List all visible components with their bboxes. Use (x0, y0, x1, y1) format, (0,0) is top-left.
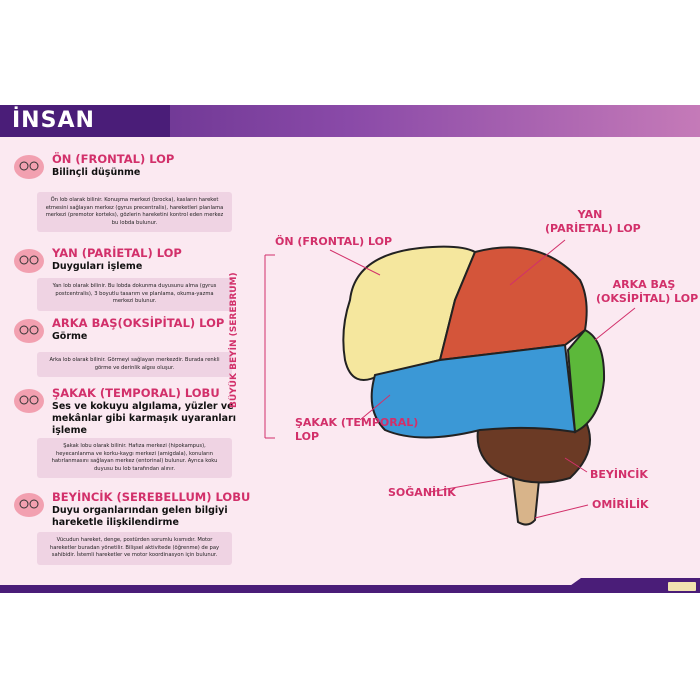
pointer-line (534, 504, 589, 519)
label-parietal: YAN(PARİETAL) LOP (545, 208, 641, 236)
brain-character-icon (12, 316, 46, 346)
lobe-description: Şakak lobu olarak bilinir. Hafıza merkez… (37, 438, 232, 478)
label-temporal: ŞAKAK (TEMPORAL)LOP (295, 416, 418, 444)
lobe-description: Vücudun hareket, denge, postürden soruml… (37, 532, 232, 565)
label-cerebrum: BÜYÜK BEYİN (SEREBRUM) (229, 272, 239, 408)
temporal-lobe (370, 343, 577, 439)
lobe-heading: ARKA BAŞ(OKSİPİTAL) LOP (52, 316, 225, 330)
pointer-line (509, 239, 566, 286)
lobe-description: Yan lob olarak bilinir. Bu lobda dokunma… (37, 278, 232, 311)
lobe-description: Ön lob olarak bilinir. Konuşma merkezi (… (37, 192, 232, 232)
pointer-line (429, 477, 509, 493)
lobe-heading: ŞAKAK (TEMPORAL) LOBU (52, 386, 220, 400)
brain-character-icon (12, 490, 46, 520)
pointer-line (564, 457, 588, 473)
label-line: YAN (577, 208, 603, 221)
pointer-line (594, 307, 636, 341)
lobe-subtitle: Bilinçli düşünme (52, 167, 141, 178)
bottom-band-accent (560, 578, 700, 593)
brain-character-icon (12, 386, 46, 416)
pointer-line (329, 249, 381, 276)
brain-character-icon (12, 246, 46, 276)
publisher-logo (668, 582, 696, 591)
brain-character-icon (12, 152, 46, 182)
lobe-description: Arka lob olarak bilinir. Görmeyi sağlaya… (37, 352, 232, 377)
occipital-lobe (566, 328, 606, 434)
lobe-heading: BEYİNCİK (SEREBELLUM) LOBU (52, 490, 251, 504)
label-cerebellum: BEYİNCİK (590, 468, 648, 481)
lobe-subtitle: Ses ve kokuyu algılama, yüzler ve mekânl… (52, 401, 237, 436)
lobe-heading: YAN (PARİETAL) LOP (52, 246, 182, 260)
label-line: ARKA BAŞ (612, 278, 676, 291)
label-line: ŞAKAK (TEMPORAL) (295, 416, 419, 429)
label-spinal-cord: OMİRİLİK (592, 498, 649, 511)
lobe-heading: ÖN (FRONTAL) LOP (52, 152, 175, 166)
pointer-line (359, 394, 391, 421)
lobe-subtitle: Duyu organlarından gelen bilgiyi hareket… (52, 505, 228, 528)
lobe-subtitle: Duyguları işleme (52, 261, 143, 272)
label-line: (PARİETAL) LOP (545, 222, 641, 235)
label-occipital: ARKA BAŞ(OKSİPİTAL) LOP (596, 278, 699, 306)
label-line: LOP (295, 430, 320, 443)
bottom-band (0, 585, 700, 593)
lobe-subtitle: Görme (52, 331, 88, 342)
label-medulla: SOĞANİLİK (388, 486, 456, 499)
label-line: (OKSİPİTAL) LOP (596, 292, 699, 305)
label-frontal: ÖN (FRONTAL) LOP (275, 235, 393, 248)
